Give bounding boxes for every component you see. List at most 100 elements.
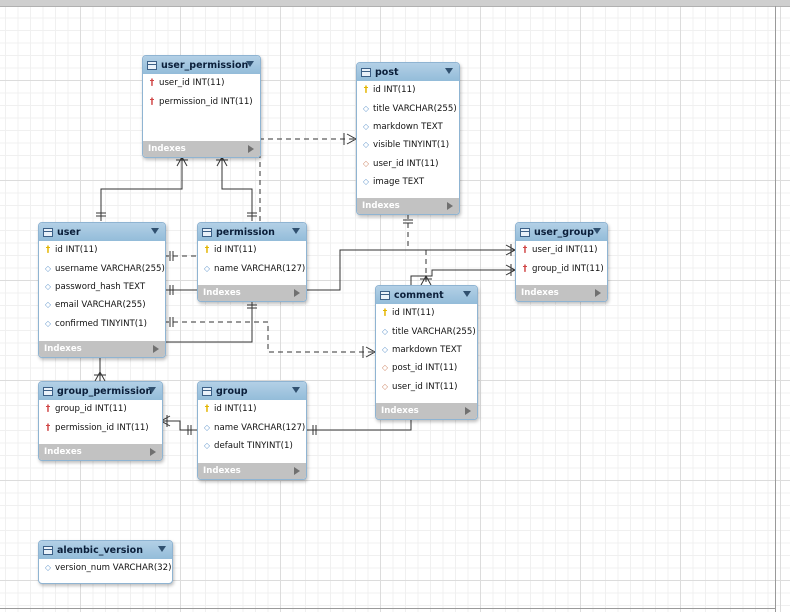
table-column[interactable]: †id INT(11): [376, 304, 477, 322]
expand-arrow-icon[interactable]: [248, 145, 254, 153]
table-column[interactable]: †id INT(11): [198, 241, 306, 259]
table-column[interactable]: †id INT(11): [39, 241, 165, 259]
table-comment[interactable]: comment †id INT(11)◇title VARCHAR(255)◇ma…: [375, 285, 478, 420]
expand-arrow-icon[interactable]: [294, 289, 300, 297]
expand-arrow-icon[interactable]: [153, 345, 159, 353]
table-group[interactable]: group†id INT(11)◇name VARCHAR(127)◇defau…: [197, 381, 307, 480]
table-header[interactable]: user_permission: [143, 56, 260, 74]
table-column[interactable]: †user_id INT(11): [143, 74, 260, 92]
table-column[interactable]: ◇name VARCHAR(127): [198, 418, 306, 436]
indexes-section[interactable]: Indexes: [516, 285, 607, 301]
table-header[interactable]: alembic_version: [39, 541, 172, 559]
column-label: id INT(11): [373, 85, 416, 96]
table-name: user: [57, 226, 81, 238]
diamond-icon: ◇: [362, 103, 370, 113]
table-column[interactable]: ◇version_num VARCHAR(32): [39, 559, 172, 577]
table-icon: [147, 60, 157, 70]
diamond-icon: ◇: [362, 177, 370, 187]
collapse-arrow-icon[interactable]: [151, 228, 159, 234]
indexes-label: Indexes: [381, 406, 419, 416]
table-header[interactable]: user_group: [516, 223, 607, 241]
column-label: visible TINYINT(1): [373, 140, 450, 151]
table-header[interactable]: user: [39, 223, 165, 241]
expand-arrow-icon[interactable]: [150, 448, 156, 456]
table-alembic-version[interactable]: alembic_version◇version_num VARCHAR(32): [38, 540, 173, 584]
table-column[interactable]: ◇username VARCHAR(255): [39, 259, 165, 277]
table-column[interactable]: †group_id INT(11): [516, 259, 607, 277]
table-permission[interactable]: permission†id INT(11)◇name VARCHAR(127) I…: [197, 222, 307, 302]
table-user-group[interactable]: user_group†user_id INT(11)†group_id INT(…: [515, 222, 608, 302]
table-column[interactable]: ◇visible TINYINT(1): [357, 136, 459, 154]
collapse-arrow-icon[interactable]: [292, 228, 300, 234]
canvas-bottom-border: [0, 608, 776, 609]
expand-arrow-icon[interactable]: [465, 407, 471, 415]
rel-group-to-comment: [306, 419, 412, 431]
table-column[interactable]: ◇post_id INT(11): [376, 359, 477, 377]
table-user[interactable]: user †id INT(11)◇username VARCHAR(255)◇pa…: [38, 222, 166, 358]
table-column[interactable]: ◇password_hash TEXT: [39, 278, 165, 296]
table-column[interactable]: ◇name VARCHAR(127): [198, 259, 306, 277]
table-column[interactable]: ◇markdown TEXT: [376, 341, 477, 359]
table-column[interactable]: †permission_id INT(11): [39, 418, 162, 436]
table-column[interactable]: ◇markdown TEXT: [357, 118, 459, 136]
table-column[interactable]: †id INT(11): [198, 400, 306, 418]
collapse-arrow-icon[interactable]: [246, 61, 254, 67]
table-column[interactable]: ◇default TINYINT(1): [198, 437, 306, 455]
table-column[interactable]: ◇title VARCHAR(255): [376, 322, 477, 340]
column-label: id INT(11): [392, 308, 435, 319]
pk-key-icon: †: [45, 245, 51, 256]
pk-key-icon: †: [363, 85, 369, 96]
table-column[interactable]: †user_id INT(11): [516, 241, 607, 259]
rel-group-permission-to-group: [161, 420, 197, 431]
table-column[interactable]: ◇user_id INT(11): [357, 155, 459, 173]
collapse-arrow-icon[interactable]: [158, 546, 166, 552]
table-column[interactable]: †group_id INT(11): [39, 400, 162, 418]
indexes-section[interactable]: Indexes: [198, 285, 306, 301]
pk-key-icon: †: [204, 404, 210, 415]
indexes-section[interactable]: Indexes: [357, 198, 459, 214]
indexes-section[interactable]: Indexes: [143, 141, 260, 157]
collapse-arrow-icon[interactable]: [593, 228, 601, 234]
table-header[interactable]: comment: [376, 286, 477, 304]
column-label: markdown TEXT: [373, 121, 443, 132]
rel-post-to-comment-bar: [403, 219, 413, 224]
expand-arrow-icon[interactable]: [447, 202, 453, 210]
column-label: id INT(11): [214, 245, 257, 256]
indexes-section[interactable]: Indexes: [39, 444, 162, 460]
collapse-arrow-icon[interactable]: [445, 68, 453, 74]
collapse-arrow-icon[interactable]: [148, 387, 156, 393]
indexes-label: Indexes: [203, 466, 241, 476]
collapse-arrow-icon[interactable]: [463, 291, 471, 297]
table-icon: [202, 227, 212, 237]
indexes-section[interactable]: Indexes: [376, 403, 477, 419]
indexes-label: Indexes: [203, 288, 241, 298]
collapse-arrow-icon[interactable]: [292, 387, 300, 393]
table-user-permission[interactable]: user_permission†user_id INT(11)†permissi…: [142, 55, 261, 158]
column-label: permission_id INT(11): [159, 96, 253, 107]
table-header[interactable]: group: [198, 382, 306, 400]
expand-arrow-icon[interactable]: [595, 289, 601, 297]
expand-arrow-icon[interactable]: [294, 467, 300, 475]
table-header[interactable]: permission: [198, 223, 306, 241]
table-group-permission[interactable]: group_permission†group_id INT(11)†permis…: [38, 381, 163, 461]
table-icon: [380, 290, 390, 300]
table-column[interactable]: ◇image TEXT: [357, 173, 459, 191]
table-name: comment: [394, 289, 444, 301]
table-column[interactable]: ◇user_id INT(11): [376, 378, 477, 396]
indexes-label: Indexes: [148, 144, 186, 154]
table-column[interactable]: †permission_id INT(11): [143, 92, 260, 110]
column-label: user_id INT(11): [532, 245, 598, 256]
table-column[interactable]: † id INT(11): [357, 81, 459, 99]
table-column[interactable]: ◇title VARCHAR(255): [357, 99, 459, 117]
table-column[interactable]: ◇confirmed TINYINT(1): [39, 315, 165, 333]
table-header[interactable]: group_permission: [39, 382, 162, 400]
table-post[interactable]: post†id INT(11)◇title VARCHAR(255)◇markd…: [356, 62, 460, 215]
table-header[interactable]: post: [357, 63, 459, 81]
indexes-section[interactable]: Indexes: [39, 341, 165, 357]
window-top-bar: [0, 0, 790, 7]
indexes-section[interactable]: Indexes: [198, 463, 306, 479]
table-column[interactable]: ◇email VARCHAR(255): [39, 296, 165, 314]
rel-permission-to-user-group: [306, 249, 515, 291]
diamond-icon: ◇: [362, 140, 370, 150]
fk-diamond-icon: ◇: [381, 381, 389, 391]
